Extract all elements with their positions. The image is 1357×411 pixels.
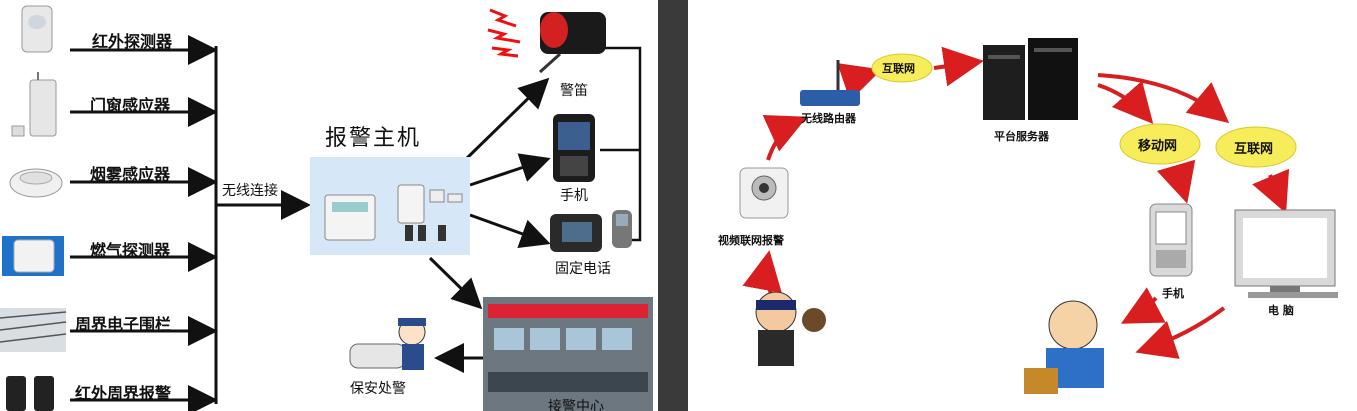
sensor-label: 燃气探测器 bbox=[90, 241, 171, 260]
sensor-label: 红外周界报警 bbox=[75, 384, 172, 403]
mobile-phone-icon bbox=[553, 114, 595, 182]
phone-label: 手机 bbox=[1162, 287, 1184, 300]
computer-label: 电 脑 bbox=[1268, 304, 1294, 317]
center-label: 接警中心 bbox=[548, 399, 604, 411]
internet-cloud-icon bbox=[1215, 126, 1297, 168]
wired-alarm-diagram: 红外探测器 门窗感应器 烟雾感应器 燃气探测器 周界电子围栏 红外周界报警 无线… bbox=[0, 0, 658, 411]
thief-icon bbox=[755, 291, 826, 366]
sensor-label: 门窗感应器 bbox=[90, 96, 171, 115]
siren-label: 警笛 bbox=[560, 83, 588, 99]
victim-icon bbox=[1024, 300, 1104, 394]
computer-icon bbox=[1234, 209, 1338, 298]
mobile-net-label: 移动网 bbox=[1138, 139, 1178, 154]
internet-right-label: 互联网 bbox=[1234, 142, 1274, 157]
server-icon bbox=[983, 38, 1078, 120]
right-connectors bbox=[739, 38, 1338, 394]
camera-icon bbox=[739, 167, 789, 219]
sensor-label: 红外探测器 bbox=[92, 32, 173, 51]
security-label: 保安处警 bbox=[350, 381, 406, 397]
internet-top-label: 互联网 bbox=[882, 62, 915, 75]
gas-detector-icon bbox=[2, 236, 64, 276]
internet-cloud-icon bbox=[871, 53, 933, 83]
router-icon bbox=[800, 60, 860, 106]
mobile-phone-icon bbox=[1149, 203, 1193, 277]
mobile-network-cloud-icon bbox=[1119, 123, 1201, 165]
wireless-connection-label: 无线连接 bbox=[222, 183, 278, 199]
panel-divider bbox=[658, 0, 688, 411]
camera-label: 视频联网报警 bbox=[718, 234, 784, 247]
door-window-sensor-icon bbox=[11, 72, 57, 137]
landline-phone-icon bbox=[550, 210, 632, 252]
monitoring-center-image bbox=[483, 297, 653, 411]
alarm-host-title: 报警主机 bbox=[325, 126, 422, 151]
sensor-label: 烟雾感应器 bbox=[90, 165, 171, 184]
infrared-perimeter-icon bbox=[6, 376, 54, 411]
security-guard-icon bbox=[349, 318, 426, 370]
siren-icon bbox=[487, 8, 606, 74]
phone-label: 手机 bbox=[560, 188, 588, 204]
alarm-host-image bbox=[310, 157, 470, 255]
sensor-label: 周界电子围栏 bbox=[75, 315, 172, 334]
router-label: 无线路由器 bbox=[801, 112, 856, 125]
server-label: 平台服务器 bbox=[994, 130, 1049, 143]
infrared-detector-icon bbox=[21, 5, 53, 53]
smoke-sensor-icon bbox=[9, 168, 63, 198]
network-alarm-diagram: 无线路由器 互联网 平台服务器 移动网 互联网 视频联网报警 手机 电 脑 bbox=[688, 0, 1357, 411]
landline-label: 固定电话 bbox=[555, 261, 611, 277]
electric-fence-icon bbox=[0, 308, 67, 352]
left-connectors bbox=[0, 5, 653, 411]
